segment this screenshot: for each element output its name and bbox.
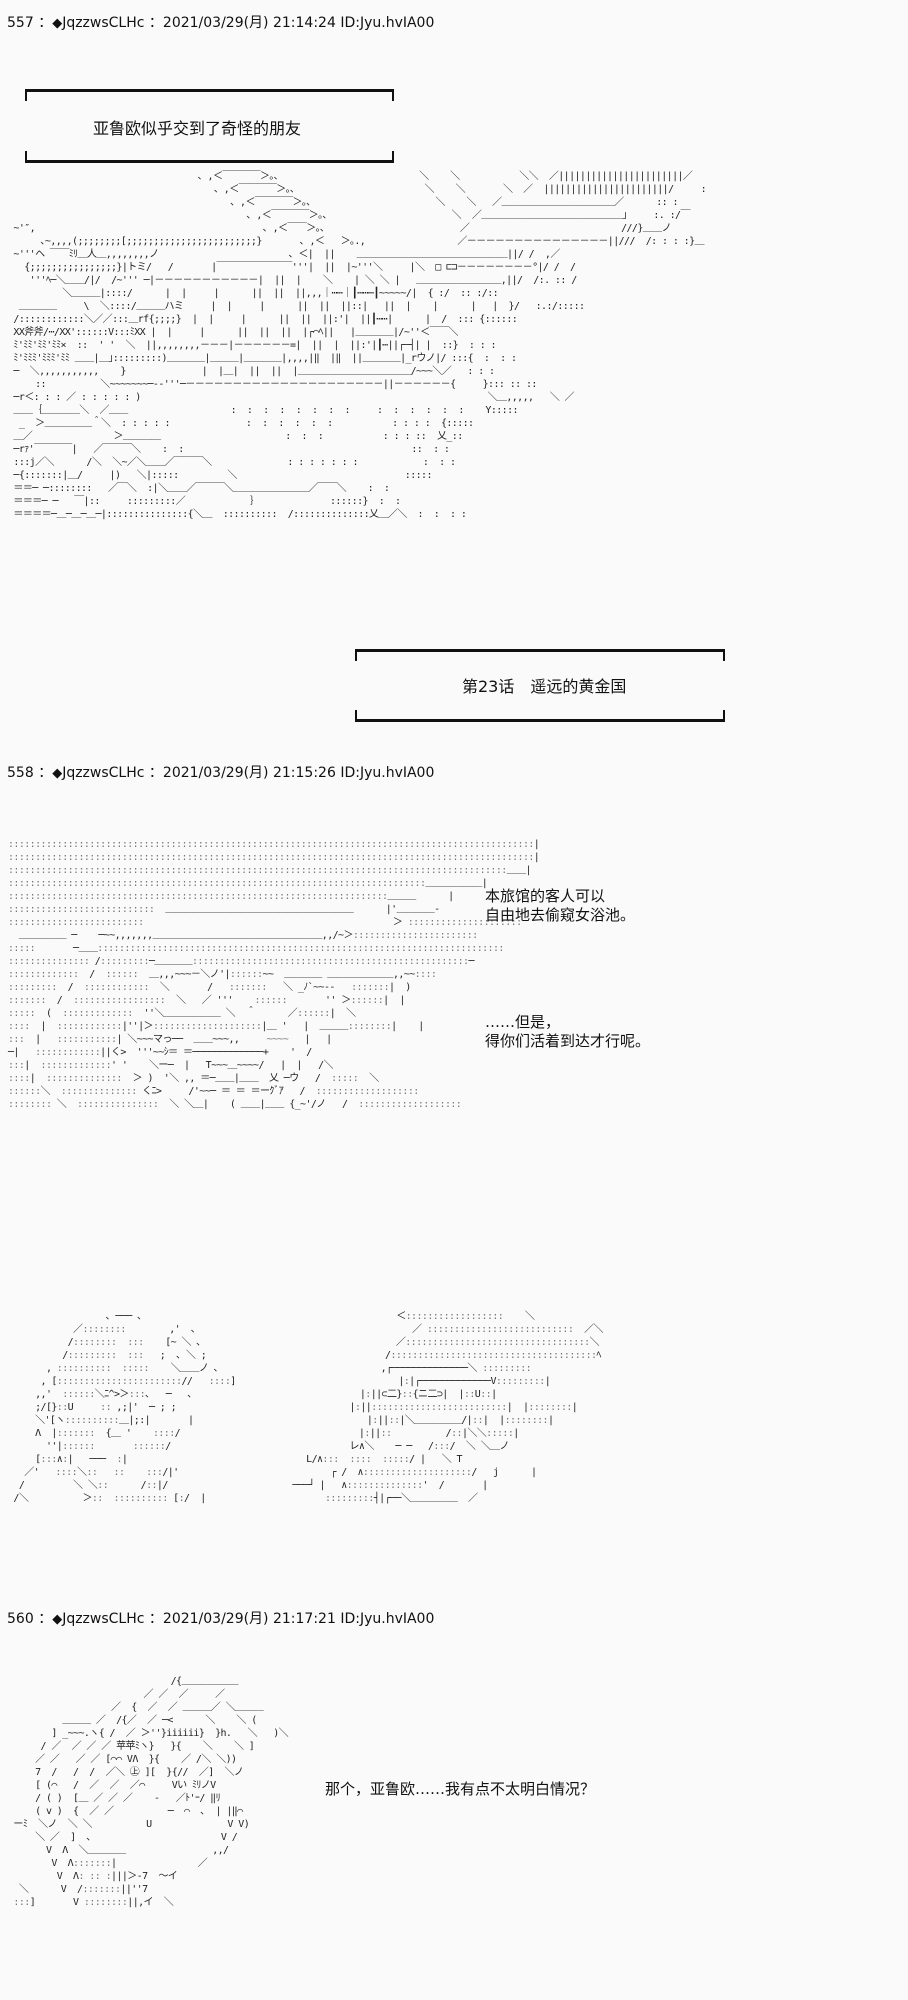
chapter-title-box <box>355 649 725 722</box>
post-id: ID:Jyu.hvIA00 <box>340 765 435 781</box>
post-header-557: 557 ：◆JqzzwsCLHc ：2021/03/29(月) 21:14:24… <box>7 15 434 32</box>
ascii-art-inn-scene: ､ ,＜￣￣￣￣＞｡､ ＼ ＼ ＼＼ ／||||||||||||||||||||… <box>13 171 707 520</box>
post-date: 2021/03/29(月) <box>162 1611 269 1627</box>
trip-diamond-icon: ◆ <box>52 16 63 31</box>
separator: ： <box>38 765 53 781</box>
separator: ： <box>148 15 163 31</box>
ascii-art-innkeeper: ::::::::::::::::::::::::::::::::::::::::… <box>8 839 540 1110</box>
separator: ： <box>148 1611 163 1627</box>
chapter-title: 第23话 遥远的黄金国 <box>462 677 627 696</box>
post-time: 21:17:21 <box>272 1611 336 1627</box>
character-speech: 那个，亚鲁欧……我有点不太明白情况？ <box>325 1780 596 1798</box>
ascii-art-character: /{＿＿＿＿＿＿ ／ ／ ／ ／ ／ { ／ ／ ＿＿＿／ ＼＿＿＿ ＿＿＿ ／… <box>13 1676 289 1908</box>
narration-caption: 亚鲁欧似乎交到了奇怪的朋友 <box>93 119 302 138</box>
trip-code: JqzzwsCLHc <box>62 765 145 781</box>
trip-diamond-icon: ◆ <box>52 1612 63 1627</box>
narration-box <box>25 89 394 163</box>
ascii-art-two-characters: ､ ─── ､ ＜:::::::::::::::::: ＼ ／:::::::: … <box>8 1311 603 1504</box>
innkeeper-speech-2: ……但是， 得你们活着到达才行呢。 <box>485 1013 651 1050</box>
post-header-558: 558 ：◆JqzzwsCLHc ：2021/03/29(月) 21:15:26… <box>7 765 434 782</box>
innkeeper-speech-1: 本旅馆的客人可以 自由地去偷窥女浴池。 <box>485 887 636 924</box>
post-date: 2021/03/29(月) <box>162 15 269 31</box>
post-id: ID:Jyu.hvIA00 <box>340 15 435 31</box>
post-time: 21:14:24 <box>272 15 336 31</box>
post-time: 21:15:26 <box>272 765 336 781</box>
post-number: 558 <box>7 765 34 781</box>
post-header-560: 560 ：◆JqzzwsCLHc ：2021/03/29(月) 21:17:21… <box>7 1611 434 1628</box>
separator: ： <box>148 765 163 781</box>
trip-code: JqzzwsCLHc <box>62 1611 145 1627</box>
post-id: ID:Jyu.hvIA00 <box>340 1611 435 1627</box>
post-number: 560 <box>7 1611 34 1627</box>
post-number: 557 <box>7 15 34 31</box>
trip-code: JqzzwsCLHc <box>62 15 145 31</box>
trip-diamond-icon: ◆ <box>52 766 63 781</box>
separator: ： <box>38 15 53 31</box>
post-date: 2021/03/29(月) <box>162 765 269 781</box>
separator: ： <box>38 1611 53 1627</box>
